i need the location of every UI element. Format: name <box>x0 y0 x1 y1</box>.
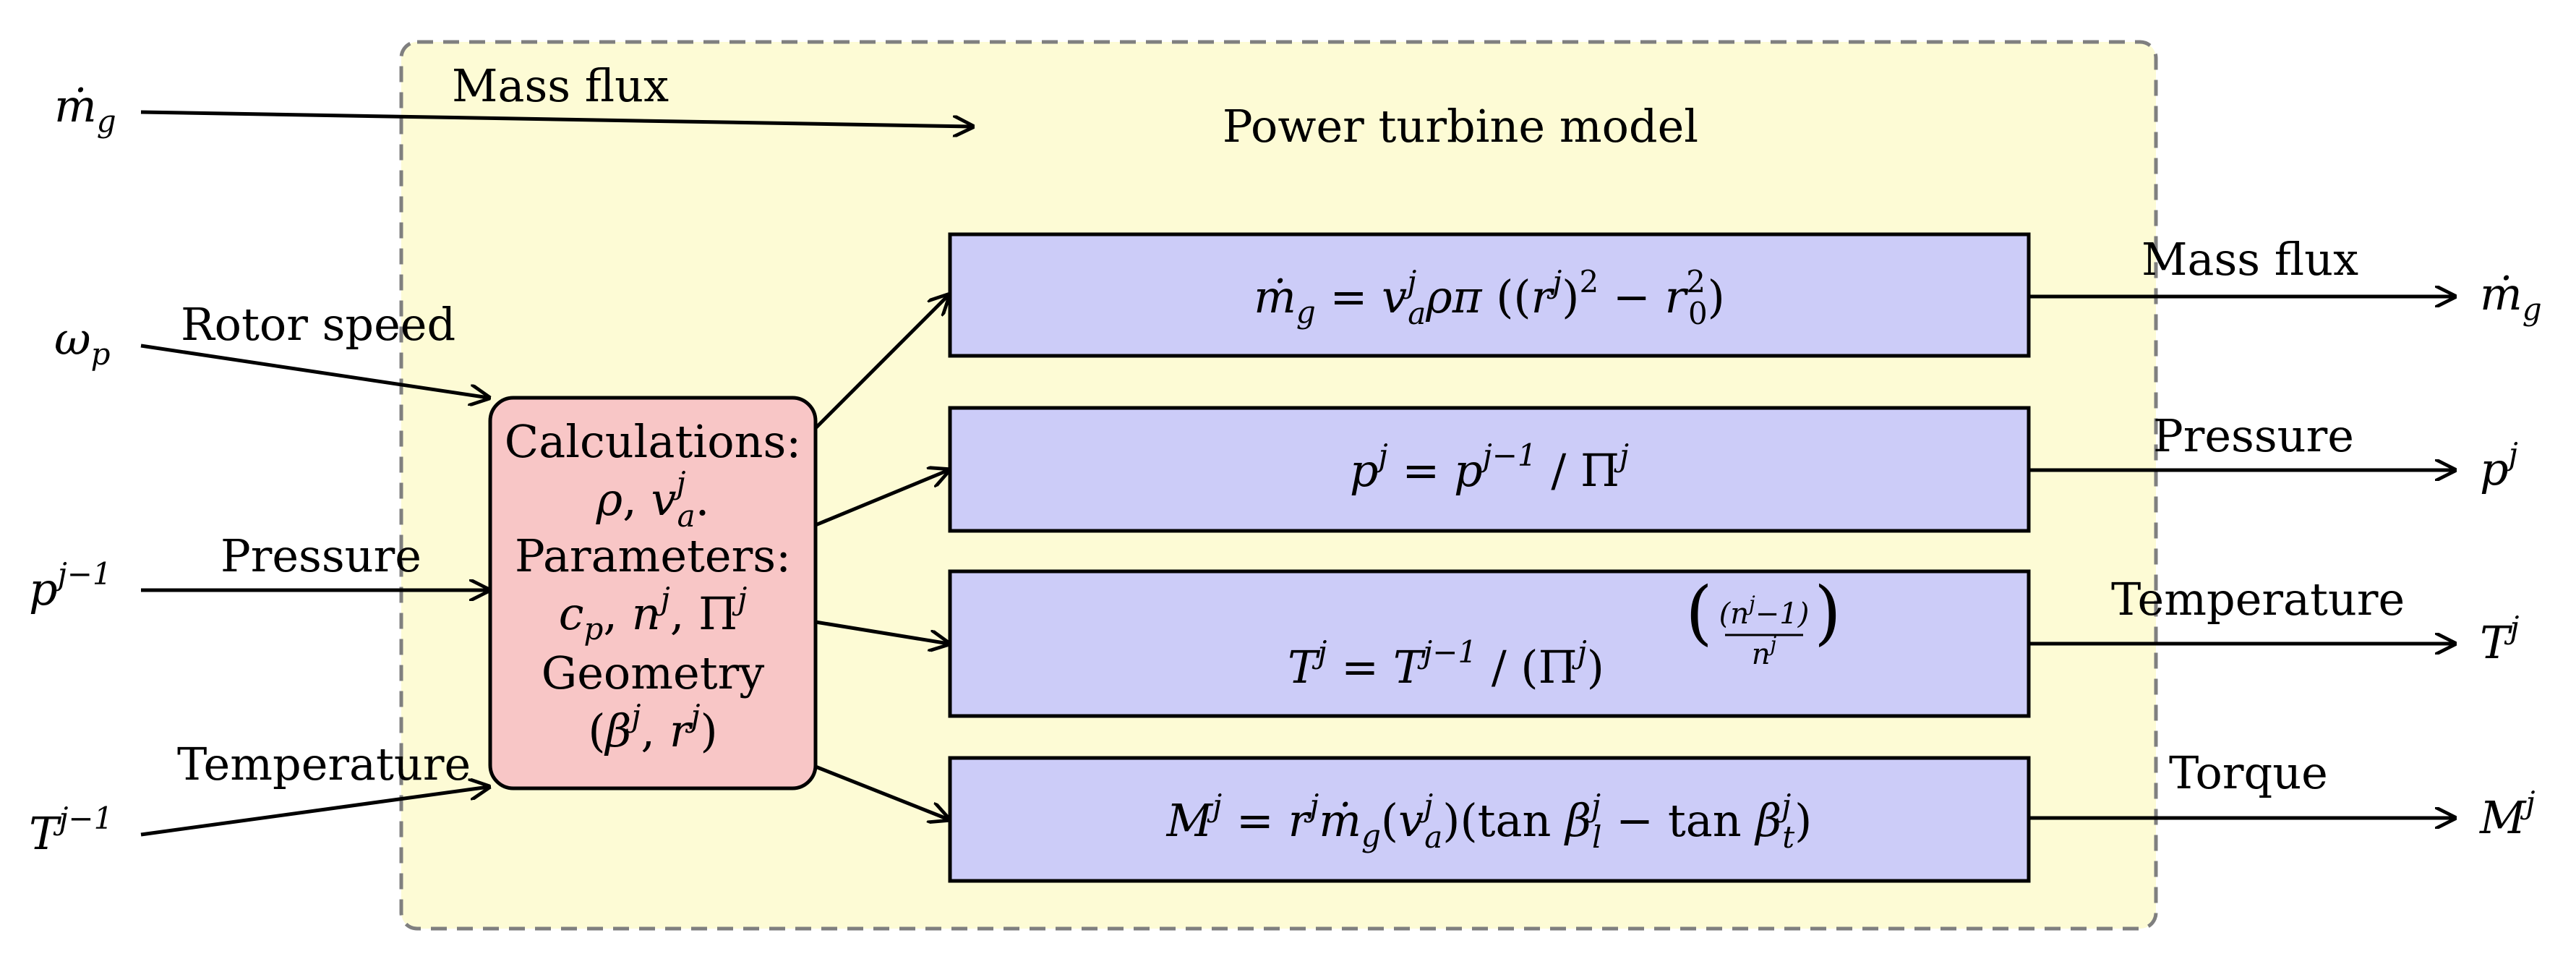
mass-flux-input-arrow <box>140 110 972 127</box>
pressure-input-symbol: pj−1 <box>29 556 112 615</box>
pressure-input-label: Pressure <box>221 529 422 582</box>
temperature-input-symbol: Tj−1 <box>29 801 113 860</box>
temperature-equation-box <box>948 569 2031 718</box>
calc-to-pressure-arrow <box>815 470 949 527</box>
temperature-input-label: Temperature <box>177 738 471 790</box>
svg-text:(nj−1): (nj−1) <box>1719 592 1810 631</box>
rotor-speed-input-arrow <box>140 344 489 398</box>
mass-flux-input-symbol: ṁg <box>54 80 116 139</box>
svg-text:(: ( <box>1685 572 1712 653</box>
calc-line-calculations: Calculations: <box>505 415 801 468</box>
temperature-output-symbol: Tj <box>2480 610 2519 669</box>
mass-flux-input-label: Mass flux <box>452 59 669 112</box>
calc-to-temperature-arrow <box>815 620 949 644</box>
calc-line-parameters: Parameters: <box>515 529 791 582</box>
pressure-output-label: Pressure <box>2153 409 2354 462</box>
torque-output-label: Torque <box>2169 746 2328 799</box>
pressure-output-symbol: pj <box>2480 436 2518 495</box>
model-title: Power turbine model <box>1223 100 1698 153</box>
torque-output-symbol: Mj <box>2479 785 2536 844</box>
svg-text:nj: nj <box>1752 632 1777 671</box>
calc-to-mass-flux-arrow <box>814 295 949 430</box>
calc-line-geometry: Geometry <box>542 647 765 699</box>
calc-to-torque-arrow <box>815 764 949 819</box>
mass-flux-output-symbol: ṁg <box>2480 268 2542 327</box>
pressure-equation: pj = pj−1 / Πj <box>1350 438 1629 497</box>
temperature-output-label: Temperature <box>2111 573 2405 626</box>
calc-line-geometry-values: (βj, rj) <box>588 698 717 757</box>
rotor-speed-input-label: Rotor speed <box>181 298 455 351</box>
svg-text:): ) <box>1814 572 1841 653</box>
torque-equation-box <box>948 756 2031 883</box>
calc-line-param-values: cp, nj, Πj <box>559 581 748 647</box>
mass-flux-equation-box <box>948 232 2031 358</box>
temperature-exponent: ( (nj−1) nj ) <box>1685 572 1841 671</box>
temperature-equation: Tj = Tj−1 / (Πj) <box>1288 634 1604 694</box>
temperature-input-arrow <box>140 787 489 837</box>
mass-flux-output-label: Mass flux <box>2141 233 2358 286</box>
pressure-equation-box <box>948 406 2031 533</box>
rotor-speed-input-symbol: ωp <box>54 312 110 372</box>
